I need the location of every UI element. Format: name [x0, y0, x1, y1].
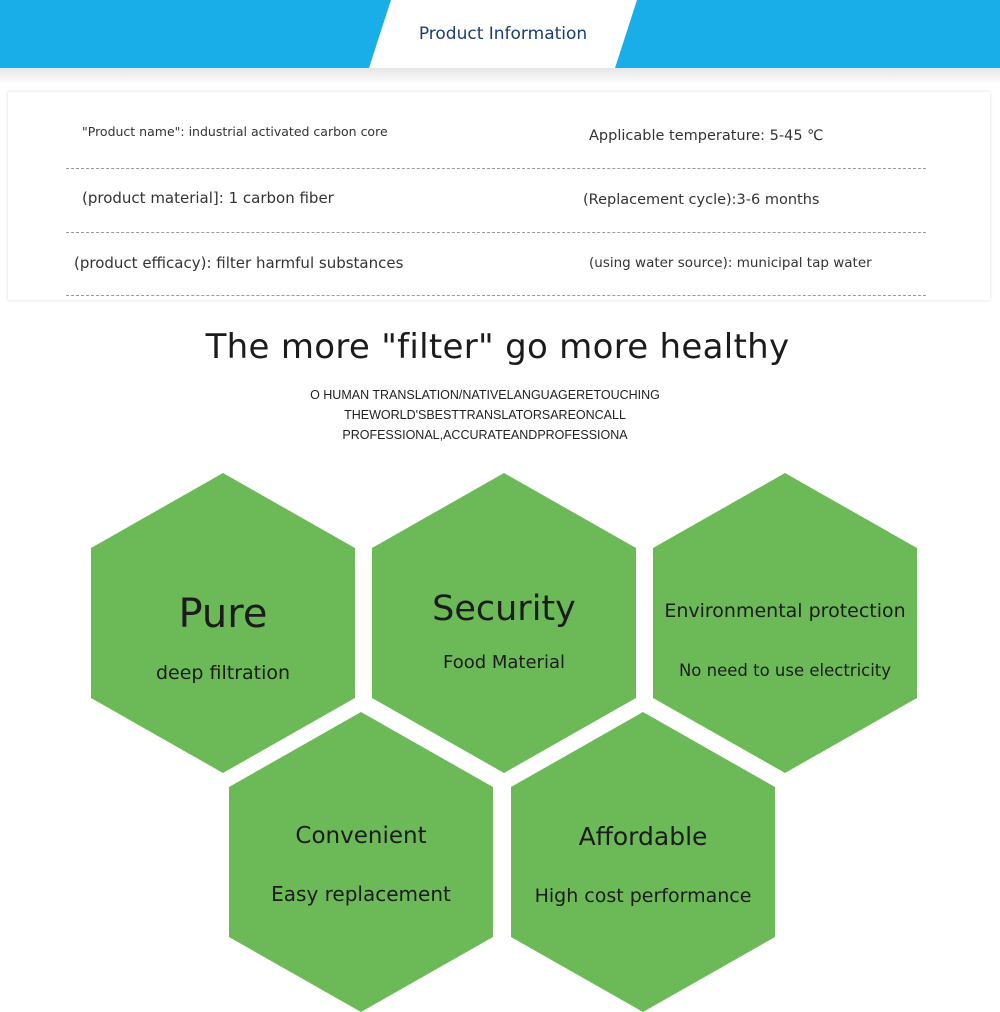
feature-subtitle: No need to use electricity	[678, 661, 892, 680]
headline: The more "filter" go more healthy	[205, 327, 790, 367]
subline: O HUMAN TRANSLATION/NATIVELANGUAGERETOUC…	[310, 388, 660, 402]
feature-title: Security	[432, 589, 576, 629]
product-info-panel: "Product name": industrial activated car…	[8, 92, 990, 300]
feature-title: Affordable	[578, 822, 708, 851]
subline: THEWORLD'SBESTTRANSLATORSAREONCALL	[344, 408, 626, 422]
title-tab-shape	[365, 0, 641, 68]
product-material-value: (product material]: 1 carbon fiber	[82, 189, 334, 207]
info-row: (product material]: 1 carbon fiber (Repl…	[66, 168, 926, 233]
replacement-cycle-value: (Replacement cycle):3-6 months	[583, 192, 820, 208]
feature-subtitle: High cost performance	[534, 885, 752, 907]
product-efficacy-value: (product efficacy): filter harmful subst…	[74, 254, 404, 272]
feature-hexagon-security: Security Food Material	[372, 473, 636, 773]
feature-subtitle: deep filtration	[155, 662, 291, 684]
feature-subtitle: Easy replacement	[271, 882, 451, 906]
water-source-value: (using water source): municipal tap wate…	[589, 255, 872, 271]
page-title: Product Information	[418, 24, 588, 44]
product-name-value: "Product name": industrial activated car…	[82, 124, 388, 139]
header-banner: Product Information	[0, 0, 1000, 68]
feature-hexagon-convenient: Convenient Easy replacement	[229, 712, 493, 1012]
info-row: "Product name": industrial activated car…	[66, 104, 926, 169]
info-row: (product efficacy): filter harmful subst…	[66, 231, 926, 296]
applicable-temperature-value: Applicable temperature: 5-45 ℃	[589, 128, 824, 144]
feature-hexagon-environmental: Environmental protection No need to use …	[653, 473, 917, 773]
feature-subtitle: Food Material	[442, 652, 565, 673]
feature-hexagon-affordable: Affordable High cost performance	[511, 712, 775, 1012]
feature-title: Environmental protection	[664, 600, 906, 622]
title-tab: Product Information	[365, 0, 641, 68]
feature-hexagon-pure: Pure deep filtration	[91, 473, 355, 773]
feature-title: Convenient	[295, 823, 427, 849]
feature-title: Pure	[178, 591, 268, 637]
banner-shadow	[0, 68, 1000, 82]
subline: PROFESSIONAL,ACCURATEANDPROFESSIONA	[342, 428, 628, 442]
